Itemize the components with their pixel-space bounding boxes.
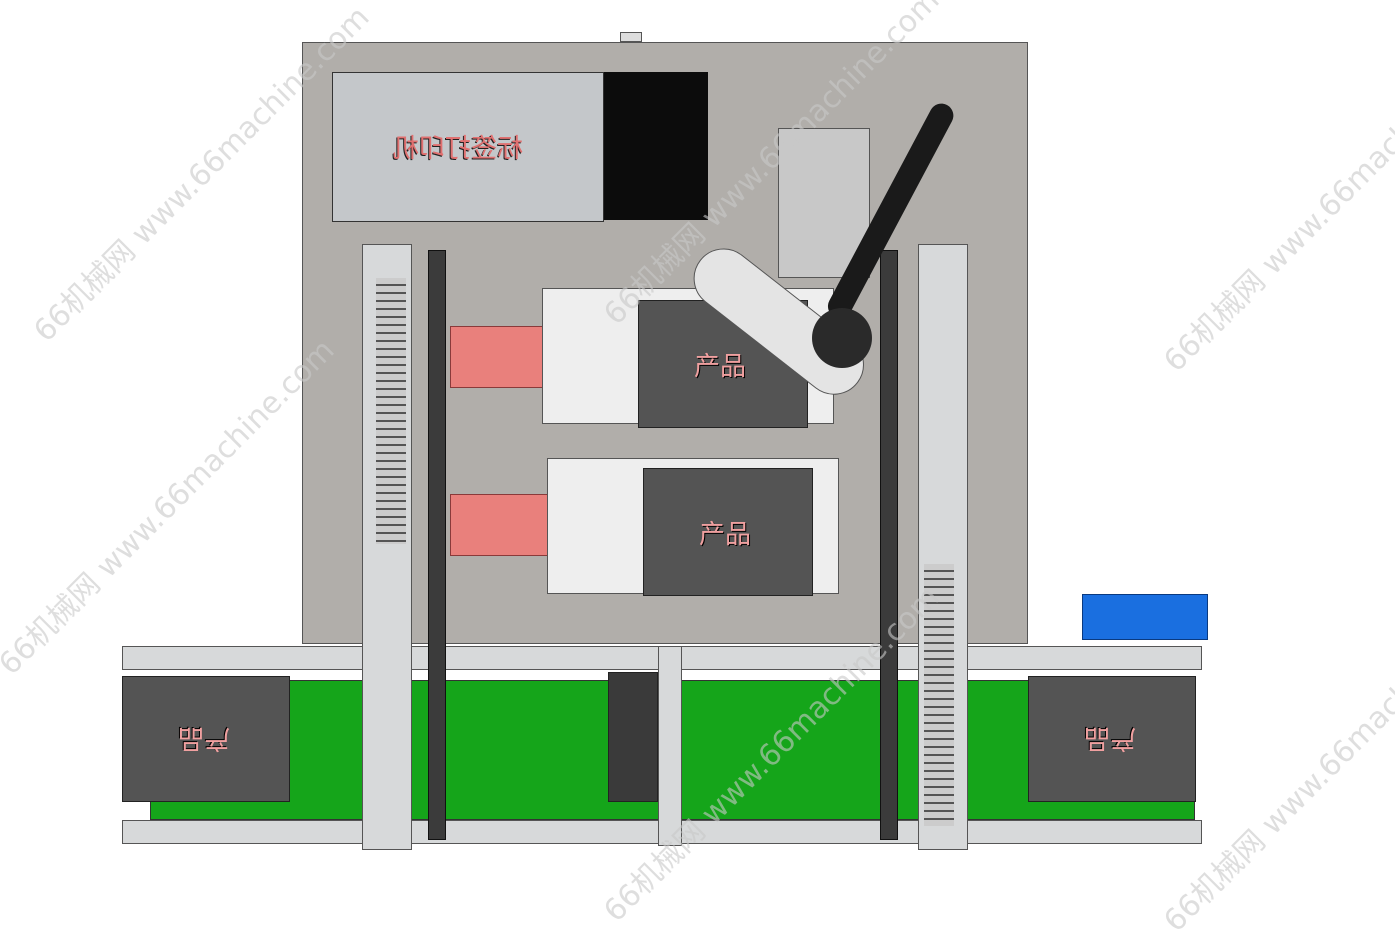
robot-end-effector (812, 308, 872, 368)
product-left: 产品 (122, 676, 290, 802)
sensor-block (608, 672, 658, 802)
screw-left (428, 250, 446, 840)
cable-chain-left (376, 278, 406, 544)
label-printer: 标签打印机 (332, 72, 604, 222)
product-right: 产品 (1028, 676, 1196, 802)
cable-chain-right (924, 564, 954, 826)
printer-label: 标签打印机 (393, 134, 524, 164)
product-left-label: 产品 (178, 723, 231, 753)
product-right-label: 产品 (1084, 723, 1137, 753)
cylinder-top (450, 326, 550, 388)
product-bottom-label: 产品 (699, 520, 752, 550)
cylinder-bottom (450, 494, 550, 556)
watermark-4: 66机械网 www.66machine.com (0, 332, 342, 683)
screw-right (880, 250, 898, 840)
printer-head (604, 72, 708, 220)
product-fixture-bottom: 产品 (643, 468, 813, 596)
conveyor-motor (1082, 594, 1208, 640)
watermark-3: 66机械网 www.66machine.com (1157, 29, 1395, 380)
product-top-label: 产品 (694, 352, 747, 382)
crossbar (658, 646, 682, 846)
plate-tab (620, 32, 642, 42)
